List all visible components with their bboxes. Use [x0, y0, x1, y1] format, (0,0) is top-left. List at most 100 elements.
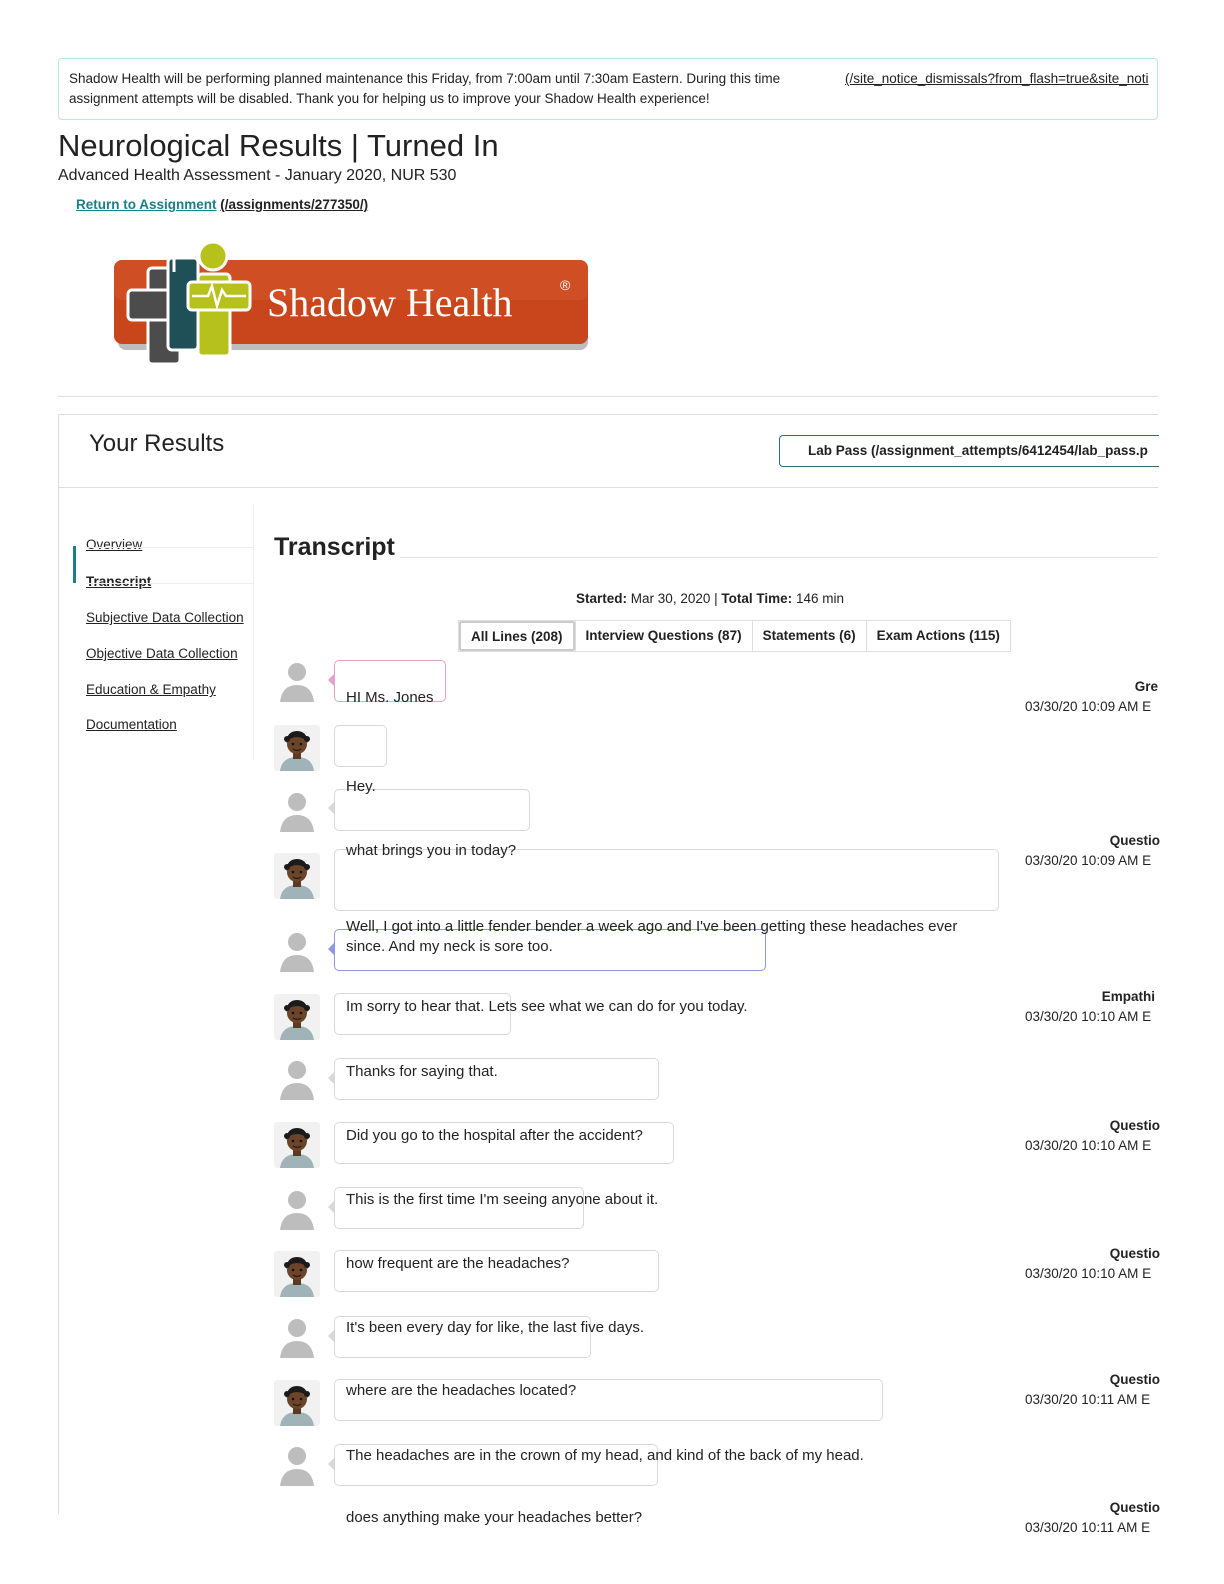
header-divider [58, 396, 1158, 397]
message-text: Well, I got into a little fender bender … [346, 918, 958, 955]
message-bubble [334, 1250, 659, 1292]
site-notice-banner: Shadow Health will be performing planned… [58, 58, 1158, 120]
row-timestamp: 03/30/20 10:11 AM E [1025, 1392, 1151, 1407]
patient-avatar [274, 1380, 320, 1426]
message-text: It's been every day for like, the last f… [346, 1319, 645, 1336]
meta-separator: | [714, 591, 718, 606]
patient-avatar [274, 994, 320, 1040]
sidebar-divider [253, 505, 254, 760]
bubble-tail [328, 801, 335, 815]
patient-avatar [274, 725, 320, 771]
site-notice-dismiss-link[interactable]: (/site_notice_dismissals?from_flash=true… [845, 71, 1149, 86]
transcript-title-rule [400, 557, 1158, 558]
site-notice-text: Shadow Health will be performing planned… [69, 71, 781, 106]
row-category-tag: Gre [1134, 679, 1158, 694]
message-text: Thanks for saying that. [346, 1063, 498, 1080]
bubble-tail [328, 673, 335, 687]
message-text: This is the first time I'm seeing anyone… [346, 1191, 659, 1208]
transcript-filter-tabs: All Lines (208) Interview Questions (87)… [458, 620, 1011, 652]
message-text: Im sorry to hear that. Lets see what we … [346, 998, 748, 1015]
filter-statements[interactable]: Statements (6) [751, 621, 866, 651]
message-text: The headaches are in the crown of my hea… [346, 1447, 864, 1464]
row-category-tag: Questio [1109, 1500, 1160, 1515]
sidebar-separator [86, 547, 253, 548]
page-subtitle: Advanced Health Assessment - January 202… [58, 167, 457, 184]
student-avatar [274, 1184, 320, 1230]
sidebar-item-transcript[interactable]: Transcript [86, 574, 152, 589]
started-value: Mar 30, 2020 [630, 591, 711, 606]
transcript-title: Transcript [274, 533, 395, 561]
patient-avatar [274, 853, 320, 899]
student-avatar [274, 786, 320, 832]
message-text: where are the headaches located? [346, 1382, 577, 1399]
bubble-tail [328, 1200, 335, 1214]
message-bubble [334, 725, 387, 767]
message-bubble [334, 1187, 584, 1229]
shadow-health-logo: Shadow Health ® [112, 238, 594, 368]
message-text: how frequent are the headaches? [346, 1255, 570, 1272]
transcript-meta: Started: Mar 30, 2020 | Total Time: 146 … [274, 591, 1146, 606]
patient-avatar [274, 1122, 320, 1168]
row-category-tag: Questio [1109, 1246, 1160, 1261]
student-avatar [274, 656, 320, 702]
message-bubble [334, 789, 530, 831]
results-title: Your Results [89, 430, 225, 457]
logo-wordmark: Shadow Health [267, 280, 513, 325]
row-category-tag: Questio [1109, 833, 1160, 848]
row-timestamp: 03/30/20 10:09 AM E [1025, 699, 1152, 714]
message-bubble [334, 1316, 591, 1358]
message-text: HI Ms. Jones [346, 689, 434, 706]
message-bubble [334, 1058, 659, 1100]
filter-all-lines[interactable]: All Lines (208) [459, 621, 575, 651]
row-timestamp: 03/30/20 10:10 AM E [1025, 1266, 1152, 1281]
sidebar-separator [86, 583, 253, 584]
return-to-assignment-link[interactable]: Return to Assignment (/assignments/27735… [76, 197, 368, 212]
row-category-tag: Empathi [1101, 989, 1155, 1004]
results-panel [58, 414, 1158, 1514]
filter-exam-actions[interactable]: Exam Actions (115) [865, 621, 1010, 651]
student-avatar [274, 1440, 320, 1486]
shadow-health-logo-graphic: Shadow Health ® [114, 240, 588, 366]
patient-avatar [274, 1251, 320, 1297]
row-timestamp: 03/30/20 10:10 AM E [1025, 1138, 1152, 1153]
total-time-value: 146 min [795, 591, 844, 606]
logo-registered-mark: ® [560, 277, 571, 293]
sidebar-item-objective-data-collection[interactable]: Objective Data Collection [86, 646, 238, 661]
page-title: Neurological Results | Turned In [58, 128, 499, 163]
message-text: Hey. [346, 778, 376, 795]
message-bubble [334, 1122, 674, 1164]
message-bubble [334, 929, 766, 971]
bubble-tail [328, 1457, 335, 1471]
message-text: does anything make your headaches better… [346, 1509, 643, 1526]
lab-pass-button[interactable]: Lab Pass (/assignment_attempts/6412454/l… [779, 435, 1159, 467]
row-category-tag: Questio [1109, 1372, 1160, 1387]
sidebar-item-subjective-data-collection[interactable]: Subjective Data Collection [86, 610, 244, 625]
bubble-tail [328, 942, 335, 956]
return-link-label[interactable]: Return to Assignment [76, 197, 217, 212]
student-avatar [274, 1312, 320, 1358]
results-header-divider [58, 487, 1158, 488]
total-time-label: Total Time: [721, 591, 793, 606]
sidebar-item-documentation[interactable]: Documentation [86, 717, 177, 732]
message-bubble [334, 1444, 658, 1486]
sidebar-active-indicator [73, 546, 76, 583]
started-label: Started: [576, 591, 628, 606]
filter-interview-questions[interactable]: Interview Questions (87) [574, 621, 752, 651]
sidebar-item-overview[interactable]: Overview [86, 537, 143, 552]
row-category-tag: Questio [1109, 1118, 1160, 1133]
message-bubble [334, 993, 511, 1035]
bubble-tail [328, 1071, 335, 1085]
message-bubble [334, 849, 999, 911]
message-text: Did you go to the hospital after the acc… [346, 1127, 643, 1144]
student-avatar [274, 926, 320, 972]
row-timestamp: 03/30/20 10:10 AM E [1025, 1009, 1152, 1024]
row-timestamp: 03/30/20 10:09 AM E [1025, 853, 1152, 868]
message-text: what brings you in today? [346, 842, 517, 859]
message-bubble [334, 660, 446, 702]
row-timestamp: 03/30/20 10:11 AM E [1025, 1520, 1151, 1535]
return-link-path[interactable]: (/assignments/277350/) [220, 197, 369, 212]
message-bubble [334, 1379, 883, 1421]
bubble-tail [328, 1329, 335, 1343]
student-avatar [274, 1054, 320, 1100]
sidebar-item-education-empathy[interactable]: Education & Empathy [86, 682, 216, 697]
